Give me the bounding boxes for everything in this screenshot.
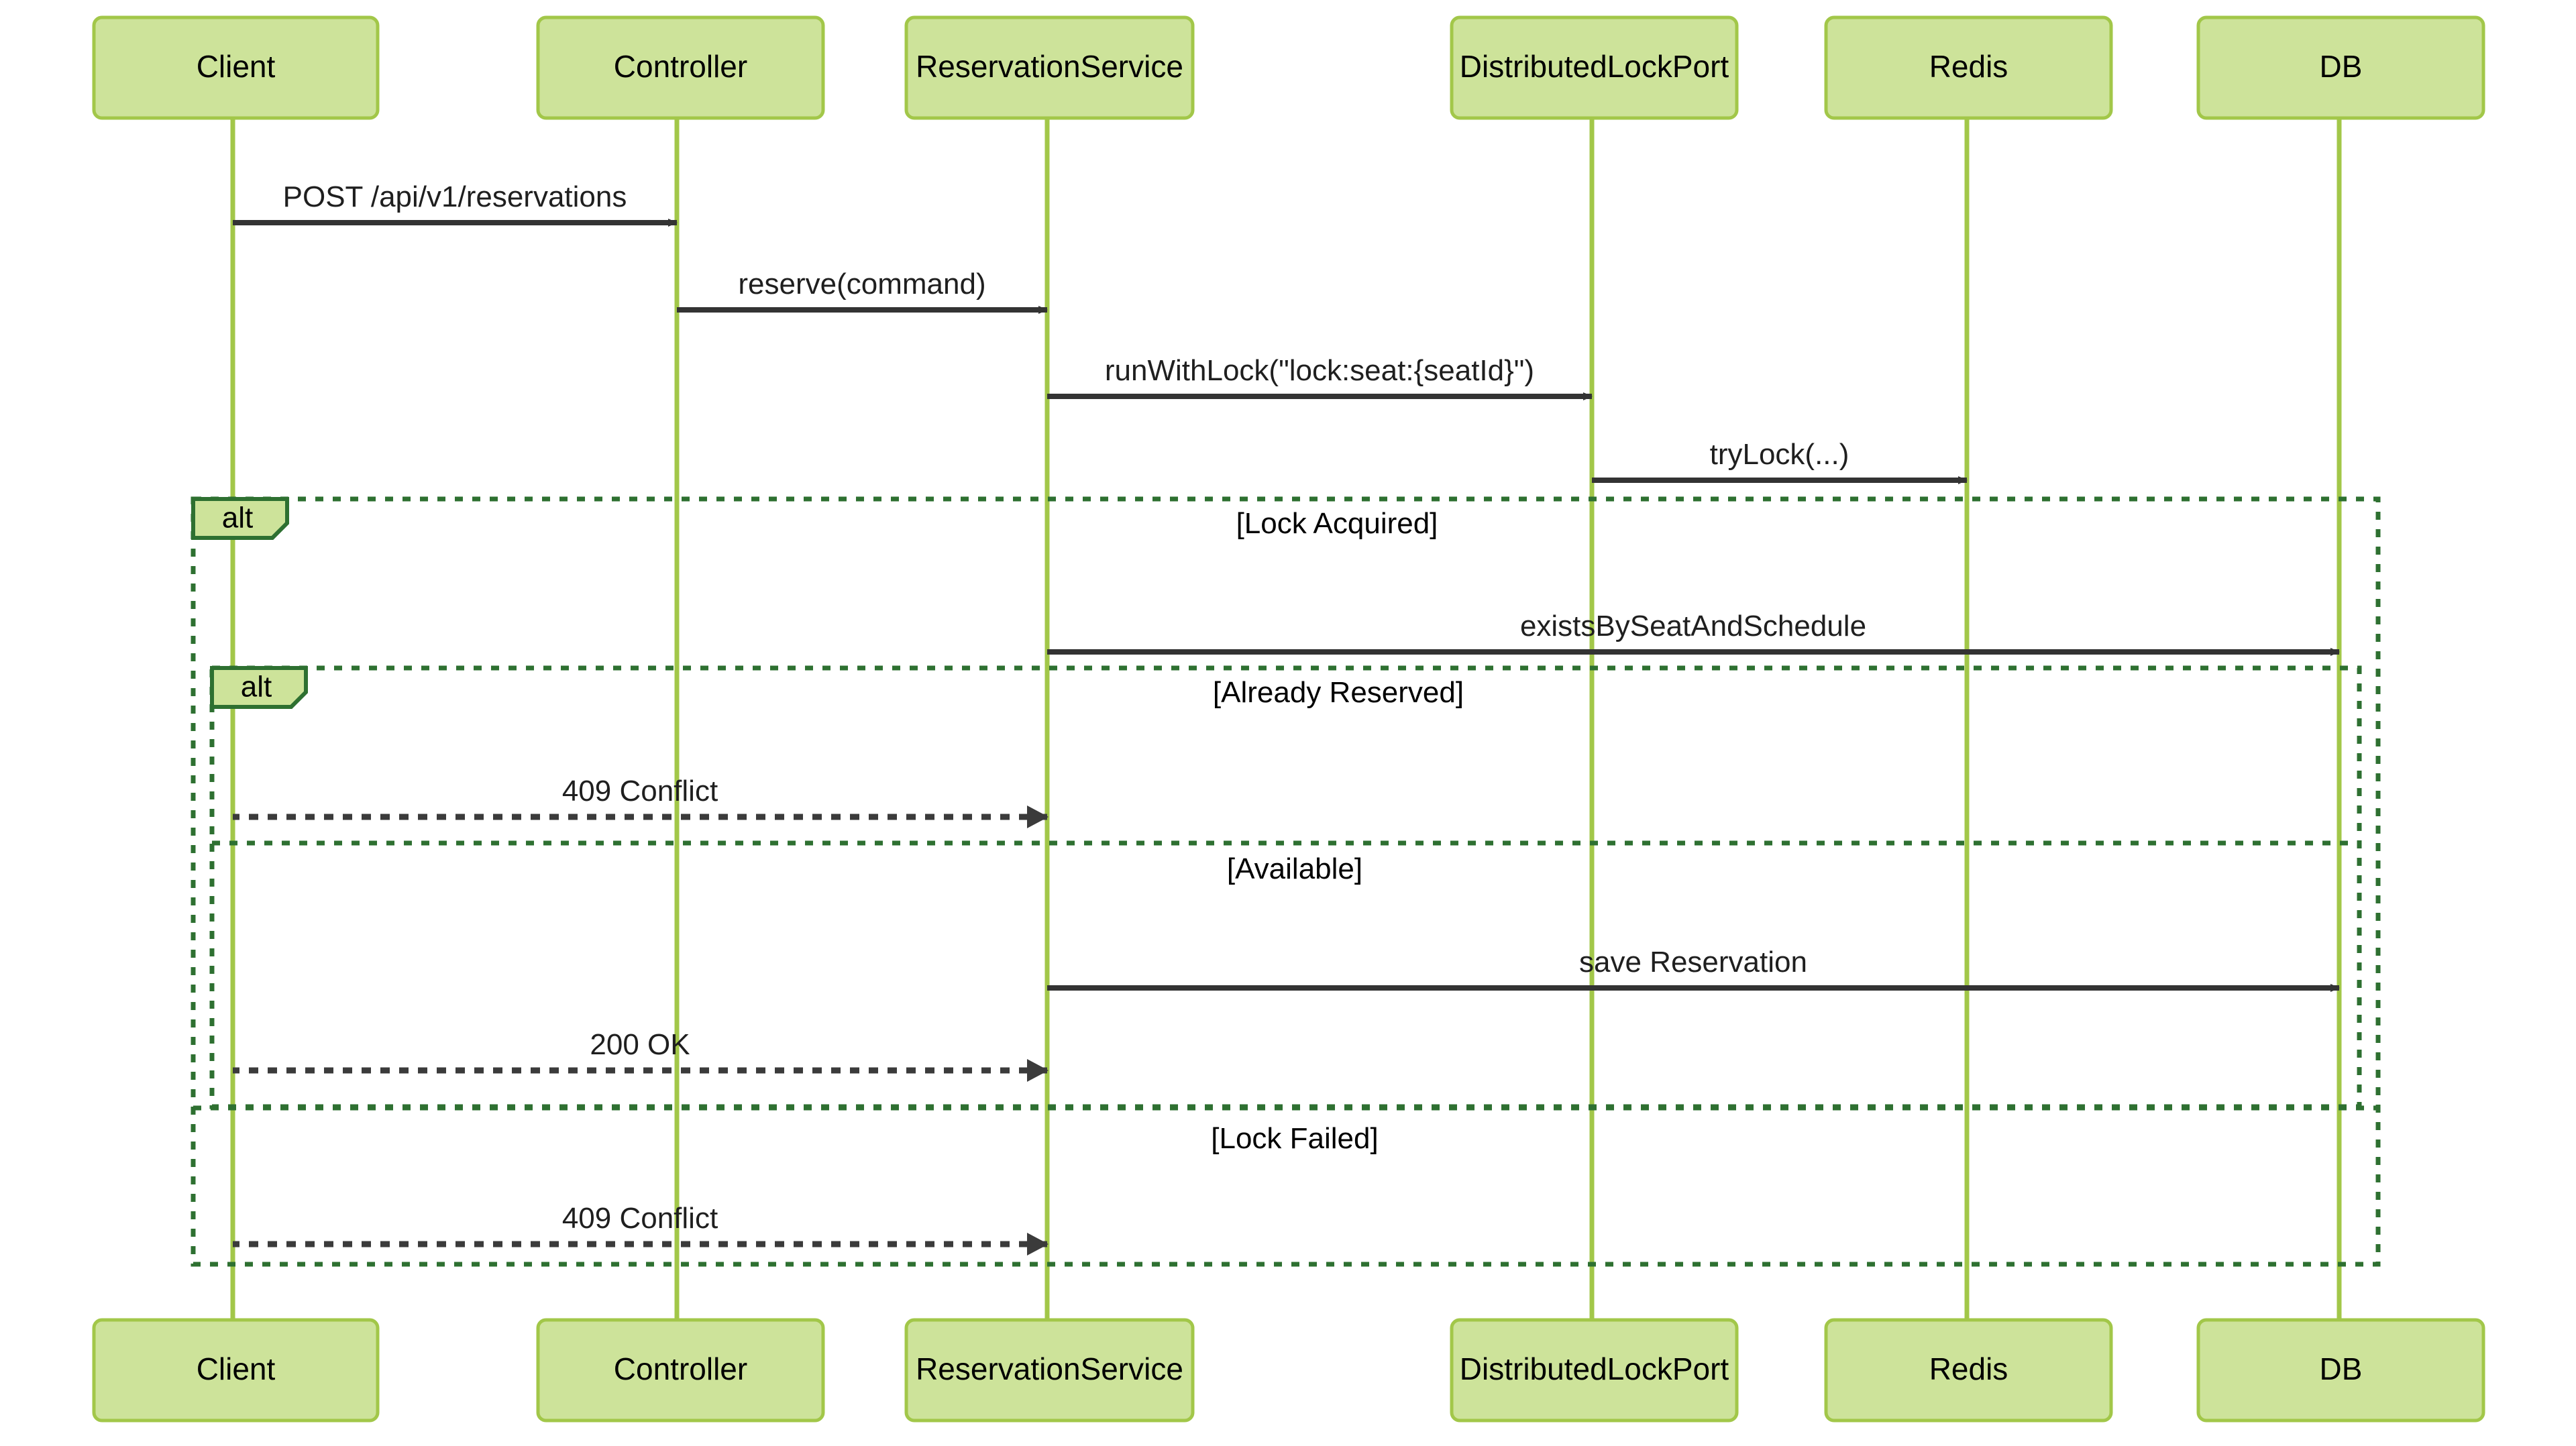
participant-client-bottom[interactable]: Client bbox=[92, 1318, 380, 1423]
participant-service-top[interactable]: ReservationService bbox=[904, 15, 1195, 120]
fragment-condition-label: [Lock Acquired] bbox=[1236, 507, 1438, 540]
participant-box bbox=[92, 15, 380, 120]
participant-box bbox=[1824, 1318, 2113, 1423]
fragment-operator-box bbox=[210, 666, 308, 709]
participant-controller-top[interactable]: Controller bbox=[536, 15, 825, 120]
message-label: 200 OK bbox=[590, 1028, 690, 1061]
participant-box bbox=[1450, 1318, 1739, 1423]
fragment-condition-label: [Available] bbox=[1227, 852, 1362, 885]
participant-box bbox=[92, 1318, 380, 1423]
message-m9[interactable]: 409 Conflict bbox=[233, 1202, 1049, 1256]
participant-label: DB bbox=[2320, 1351, 2363, 1386]
participant-label: DistributedLockPort bbox=[1460, 1351, 1729, 1386]
participant-controller-bottom[interactable]: Controller bbox=[536, 1318, 825, 1423]
participant-lockport-bottom[interactable]: DistributedLockPort bbox=[1450, 1318, 1739, 1423]
fragment-inner-alt: alt [Already Reserved] [Available] bbox=[209, 665, 2362, 1109]
participant-label: Client bbox=[197, 49, 276, 84]
participant-box bbox=[904, 1318, 1195, 1423]
participant-label: ReservationService bbox=[916, 1351, 1183, 1386]
participant-box bbox=[1824, 15, 2113, 120]
participant-label: Redis bbox=[1929, 49, 2008, 84]
participant-box bbox=[904, 15, 1195, 120]
participant-label: DB bbox=[2320, 49, 2363, 84]
message-label: existsBySeatAndSchedule bbox=[1520, 610, 1866, 643]
message-m7[interactable]: save Reservation bbox=[1047, 946, 2340, 992]
participant-redis-top[interactable]: Redis bbox=[1824, 15, 2113, 120]
participant-db-bottom[interactable]: DB bbox=[2196, 1318, 2485, 1423]
participant-box bbox=[2196, 15, 2485, 120]
participant-service-bottom[interactable]: ReservationService bbox=[904, 1318, 1195, 1423]
participant-label: Controller bbox=[614, 49, 747, 84]
message-m5[interactable]: existsBySeatAndSchedule bbox=[1047, 610, 2340, 656]
message-label: tryLock(...) bbox=[1710, 438, 1849, 471]
fragment-operator-label: alt bbox=[241, 671, 272, 704]
fragment-condition-label: [Lock Failed] bbox=[1211, 1122, 1378, 1155]
lifelines-layer bbox=[230, 118, 2342, 1320]
participant-box bbox=[1450, 15, 1739, 120]
message-m1[interactable]: POST /api/v1/reservations bbox=[233, 180, 678, 227]
message-label: save Reservation bbox=[1579, 946, 1807, 979]
message-label: POST /api/v1/reservations bbox=[283, 180, 627, 213]
fragment-condition-label: [Already Reserved] bbox=[1213, 676, 1464, 709]
message-m2[interactable]: reserve(command) bbox=[677, 268, 1048, 314]
participant-lockport-top[interactable]: DistributedLockPort bbox=[1450, 15, 1739, 120]
participant-client-top[interactable]: Client bbox=[92, 15, 380, 120]
messages-layer: POST /api/v1/reservations reserve(command… bbox=[233, 180, 2340, 1256]
participant-label: DistributedLockPort bbox=[1460, 49, 1729, 84]
participant-box bbox=[536, 1318, 825, 1423]
fragment-border bbox=[191, 496, 2381, 1267]
message-m4[interactable]: tryLock(...) bbox=[1592, 438, 1968, 484]
message-label: reserve(command) bbox=[738, 268, 985, 300]
participant-db-top[interactable]: DB bbox=[2196, 15, 2485, 120]
participant-box bbox=[2196, 1318, 2485, 1423]
participant-redis-bottom[interactable]: Redis bbox=[1824, 1318, 2113, 1423]
message-m6[interactable]: 409 Conflict bbox=[233, 775, 1049, 828]
fragment-operator-label: alt bbox=[222, 502, 253, 535]
message-m3[interactable]: runWithLock("lock:seat:{seatId}") bbox=[1047, 354, 1593, 400]
message-label: runWithLock("lock:seat:{seatId}") bbox=[1105, 354, 1534, 387]
message-label: 409 Conflict bbox=[562, 775, 718, 808]
fragments-layer: alt [Lock Acquired] [Lock Failed] alt [Alrea… bbox=[191, 496, 2381, 1267]
participant-label: Controller bbox=[614, 1351, 747, 1386]
message-label: 409 Conflict bbox=[562, 1202, 718, 1235]
participant-label: ReservationService bbox=[916, 49, 1183, 84]
fragment-operator-box bbox=[191, 497, 289, 540]
participant-label: Redis bbox=[1929, 1351, 2008, 1386]
fragment-border bbox=[209, 665, 2362, 1109]
message-m8[interactable]: 200 OK bbox=[233, 1028, 1049, 1082]
participants-layer: ClientClientControllerControllerReservat… bbox=[92, 15, 2485, 1423]
participant-box bbox=[536, 15, 825, 120]
participant-label: Client bbox=[197, 1351, 276, 1386]
